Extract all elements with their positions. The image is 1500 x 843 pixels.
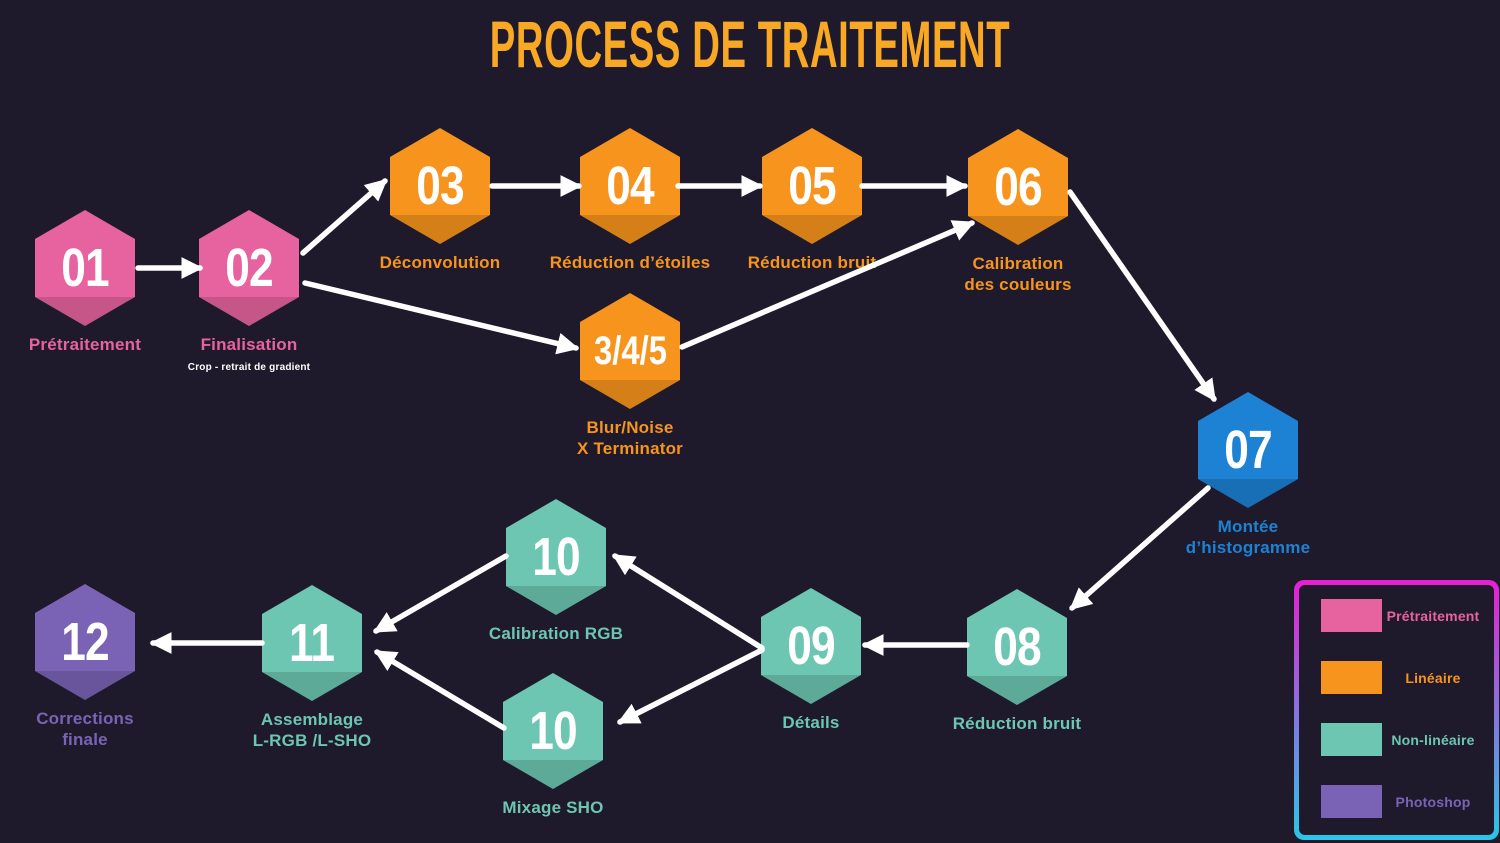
node-11-assemblage: 11 Assemblage L-RGB /L-SHO bbox=[202, 585, 422, 751]
hexagon-04: 04 bbox=[580, 128, 680, 244]
node-number: 09 bbox=[787, 616, 835, 676]
hexagon-05: 05 bbox=[762, 128, 862, 244]
node-label: Réduction bruit bbox=[952, 714, 1082, 733]
legend-panel: Prétraitement Linéaire Non-linéaire Phot… bbox=[1299, 585, 1494, 835]
node-number: 03 bbox=[416, 156, 464, 216]
node-number: 12 bbox=[61, 612, 109, 672]
node-number: 08 bbox=[993, 617, 1041, 677]
hexagon-07: 07 bbox=[1198, 392, 1298, 508]
node-label: Calibration RGB bbox=[488, 624, 624, 643]
node-02-finalisation: 02 Finalisation Crop - retrait de gradie… bbox=[139, 210, 359, 373]
hexagon-11: 11 bbox=[262, 585, 362, 701]
node-number: 04 bbox=[606, 156, 654, 216]
node-label: Blur/Noise X Terminator bbox=[577, 418, 683, 458]
legend-item-non-lineaire: Non-linéaire bbox=[1321, 723, 1484, 756]
node-label: Prétraitement bbox=[28, 335, 142, 354]
hexagon-01: 01 bbox=[35, 210, 135, 326]
node-label: Corrections finale bbox=[36, 709, 134, 749]
legend-swatch-teal bbox=[1321, 723, 1382, 756]
node-10-mixage-sho: 10 Mixage SHO bbox=[443, 673, 663, 819]
hexagon-345: 3/4/5 bbox=[580, 293, 680, 409]
hexagon-12: 12 bbox=[35, 584, 135, 700]
node-number: 01 bbox=[61, 238, 109, 298]
hexagon-10-sho: 10 bbox=[503, 673, 603, 789]
node-label: Finalisation bbox=[200, 335, 298, 354]
legend-swatch-purple bbox=[1321, 785, 1382, 818]
node-06-calibration-couleurs: 06 Calibration des couleurs bbox=[908, 129, 1128, 295]
legend-label: Photoshop bbox=[1395, 793, 1471, 810]
node-03-deconvolution: 03 Déconvolution bbox=[330, 128, 550, 274]
node-number: 05 bbox=[788, 156, 836, 216]
legend-item-photoshop: Photoshop bbox=[1321, 785, 1484, 818]
node-09-details: 09 Détails bbox=[701, 588, 921, 734]
legend-swatch-orange bbox=[1321, 661, 1382, 694]
legend-label: Prétraitement bbox=[1386, 607, 1480, 624]
node-label: Détails bbox=[782, 713, 840, 732]
node-05-reduction-bruit: 05 Réduction bruit bbox=[702, 128, 922, 274]
node-12-corrections-finale: 12 Corrections finale bbox=[0, 584, 195, 750]
legend-item-pretraitement: Prétraitement bbox=[1321, 599, 1484, 632]
node-label: Réduction bruit bbox=[747, 253, 877, 272]
hexagon-02: 02 bbox=[199, 210, 299, 326]
legend-item-lineaire: Linéaire bbox=[1321, 661, 1484, 694]
hexagon-06: 06 bbox=[968, 129, 1068, 245]
hexagon-10-rgb: 10 bbox=[506, 499, 606, 615]
node-10-calibration-rgb: 10 Calibration RGB bbox=[446, 499, 666, 645]
node-08-reduction-bruit: 08 Réduction bruit bbox=[907, 589, 1127, 735]
node-label: Montée d’histogramme bbox=[1185, 517, 1311, 557]
node-label: Calibration des couleurs bbox=[964, 254, 1072, 294]
node-07-montee-histogramme: 07 Montée d’histogramme bbox=[1138, 392, 1358, 558]
legend: Prétraitement Linéaire Non-linéaire Phot… bbox=[1294, 580, 1499, 840]
node-number: 11 bbox=[289, 613, 335, 673]
legend-label: Non-linéaire bbox=[1391, 731, 1475, 748]
node-label: Déconvolution bbox=[379, 253, 501, 272]
legend-swatch-pink bbox=[1321, 599, 1382, 632]
node-label: Mixage SHO bbox=[502, 798, 604, 817]
node-345-blur-noise-xterminator: 3/4/5 Blur/Noise X Terminator bbox=[520, 293, 740, 459]
node-number: 06 bbox=[994, 157, 1042, 217]
hexagon-03: 03 bbox=[390, 128, 490, 244]
node-label: Assemblage L-RGB /L-SHO bbox=[252, 710, 372, 750]
hexagon-08: 08 bbox=[967, 589, 1067, 705]
node-number: 02 bbox=[225, 238, 273, 298]
diagram-title: PROCESS DE TRAITEMENT bbox=[489, 7, 1011, 81]
node-04-reduction-etoiles: 04 Réduction d’étoiles bbox=[520, 128, 740, 274]
node-number: 10 bbox=[532, 527, 580, 587]
node-number: 3/4/5 bbox=[593, 329, 667, 373]
hexagon-09: 09 bbox=[761, 588, 861, 704]
legend-label: Linéaire bbox=[1405, 669, 1461, 686]
node-01-pretraitement: 01 Prétraitement bbox=[0, 210, 195, 356]
node-sublabel: Crop - retrait de gradient bbox=[187, 361, 311, 373]
node-number: 10 bbox=[529, 701, 577, 761]
node-number: 07 bbox=[1224, 420, 1272, 480]
